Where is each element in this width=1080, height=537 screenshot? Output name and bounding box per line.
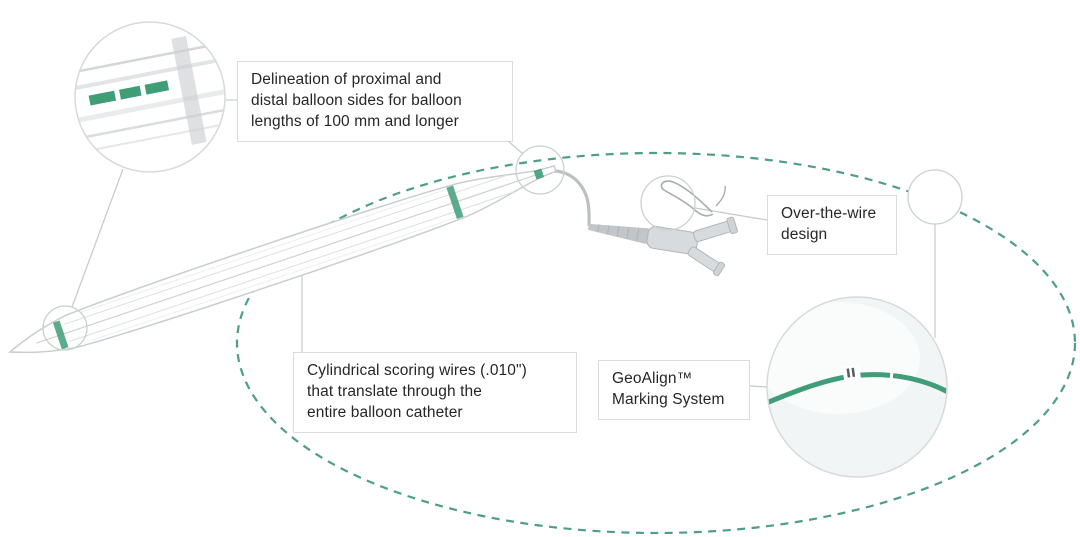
geoalign-magnifier bbox=[766, 296, 948, 478]
distal-marker-callout-circle bbox=[515, 145, 565, 195]
geoalign-marker bbox=[842, 364, 861, 381]
guidewire bbox=[660, 180, 714, 217]
callout-geoalign: GeoAlign™ Marking System bbox=[598, 360, 750, 420]
hub-callout-circle bbox=[640, 175, 696, 231]
catheter-hub bbox=[587, 216, 738, 277]
catheter-shaft bbox=[540, 169, 591, 227]
distal-neck-band bbox=[533, 168, 545, 180]
guidewire-port bbox=[693, 216, 738, 243]
proximal-marker-callout-circle bbox=[42, 305, 88, 351]
balloon-markings-magnifier bbox=[74, 21, 226, 173]
magnified-shaft bbox=[767, 372, 947, 407]
distal-shoulder-band bbox=[446, 185, 464, 220]
shaft-callout-circle bbox=[907, 169, 963, 225]
callout-delineation: Delineation of proximal and distal ballo… bbox=[237, 61, 513, 142]
guidewire-tip bbox=[715, 185, 726, 207]
proximal-marker-band bbox=[52, 320, 69, 350]
inflation-port bbox=[687, 246, 726, 277]
balloon-catheter bbox=[8, 165, 738, 354]
magnified-green-band bbox=[88, 80, 170, 106]
callout-scoring-wires: Cylindrical scoring wires (.010") that t… bbox=[293, 352, 577, 433]
callout-over-the-wire: Over-the-wire design bbox=[767, 195, 897, 255]
catheter-shaft-loop bbox=[235, 151, 1077, 535]
